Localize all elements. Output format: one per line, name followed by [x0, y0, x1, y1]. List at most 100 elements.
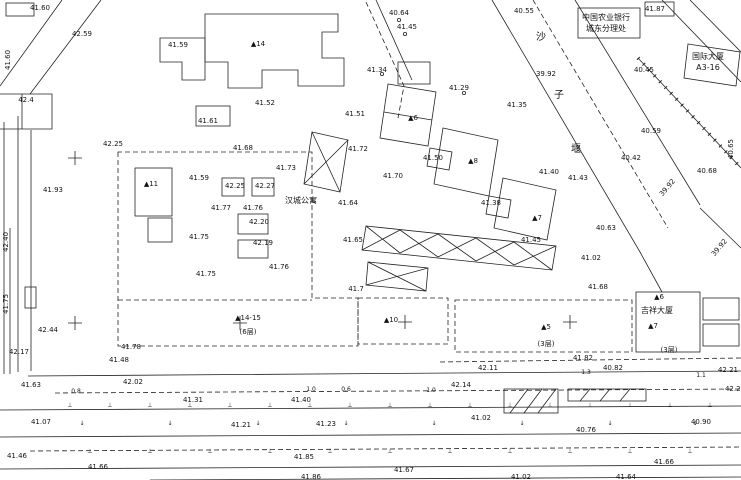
- spot-elevation: 40.42: [621, 154, 641, 162]
- spot-elevation: 40.90: [691, 418, 711, 426]
- spot-elevation: 41.38: [481, 199, 501, 207]
- road-symbol: ⊥: [67, 402, 72, 409]
- road-width-label: 0.8: [71, 388, 81, 395]
- road-symbol: ⊥: [427, 402, 432, 409]
- road-symbol: ⊥: [627, 402, 632, 409]
- road-edge: [661, 0, 741, 83]
- spot-elevation: 41.43: [568, 174, 588, 182]
- road-symbol: ↓: [607, 420, 612, 427]
- building-outline: [221, 177, 245, 197]
- grid-cross: [398, 315, 412, 329]
- building-outline: [702, 323, 740, 347]
- spot-elevation: 39.92: [658, 177, 677, 197]
- road-edge: [439, 357, 741, 363]
- spot-elevation: 42.27: [255, 182, 275, 190]
- building-outline: [493, 177, 557, 241]
- building-outline: [159, 37, 206, 81]
- building-number-label: ▲6: [408, 114, 418, 122]
- road-edge: [27, 370, 741, 377]
- area-name-label: 国际大厦: [692, 51, 724, 61]
- spot-elevation: 42.25: [225, 182, 245, 190]
- spot-elevation: 41.64: [616, 473, 637, 480]
- shelter-outline: [567, 388, 647, 402]
- road-symbol: ⊥: [207, 448, 212, 455]
- spot-elevation: 40.68: [697, 167, 717, 175]
- area-name-label: A3-16: [696, 63, 720, 72]
- utility-line: [365, 1, 405, 119]
- spot-elevation: 41.48: [109, 356, 129, 364]
- road-edge: [699, 207, 741, 249]
- shelter-outline: [503, 388, 559, 414]
- spot-elevation: 41.77: [211, 204, 231, 212]
- building-number-label: (3层): [661, 346, 678, 354]
- fence-line: [637, 57, 741, 169]
- spot-elevation: 41.31: [183, 396, 203, 404]
- spot-elevation: 41.59: [189, 174, 209, 182]
- building-outline: [251, 177, 275, 197]
- buildings: [0, 1, 741, 414]
- spot-elevation: 41.78: [121, 343, 141, 351]
- area-name-label: 城东分理处: [586, 23, 626, 33]
- street-name-char: 堰: [571, 143, 581, 155]
- building-outline: [237, 213, 269, 235]
- spot-elevation: 42.20: [249, 218, 269, 226]
- spot-elevation: 42.02: [123, 378, 143, 386]
- building-outline: [5, 2, 35, 17]
- building-number-label: ▲6: [654, 293, 664, 301]
- road-symbol: ⊥: [467, 402, 472, 409]
- spot-elevation: 41.02: [511, 473, 531, 480]
- building-number-label: (6层): [240, 328, 257, 336]
- road-symbol: ⊥: [387, 402, 392, 409]
- grid-cross: [563, 315, 577, 329]
- spot-elevation: 41.35: [507, 101, 527, 109]
- grid-layer: [68, 17, 577, 330]
- spot-elevation: 39.92: [710, 237, 729, 257]
- building-number-label: ▲7: [648, 322, 658, 330]
- spot-elevation: 42.19: [253, 239, 273, 247]
- grid-cross: [68, 316, 82, 330]
- building-outline: [303, 131, 349, 193]
- spot-elevation: 41.29: [449, 84, 469, 92]
- road-symbol: ↓: [692, 420, 697, 427]
- spot-elevation: 41.75: [189, 233, 209, 241]
- building-number-label: ▲5: [541, 323, 551, 331]
- building-outline: [644, 1, 675, 17]
- building-outline: [485, 195, 512, 219]
- spot-elevation: 41.70: [383, 172, 403, 180]
- road-symbol: ↓: [167, 420, 172, 427]
- building-outline: [683, 43, 741, 87]
- road-symbol: ⊥: [627, 448, 632, 455]
- spot-elevation: 41.73: [276, 164, 296, 172]
- spot-elevation: 42.14: [451, 381, 472, 389]
- road-edge: [0, 432, 741, 438]
- spot-elevation: 40.59: [641, 127, 661, 135]
- road-symbol: ⊥: [327, 448, 332, 455]
- spot-elevation: 41.7: [348, 285, 364, 293]
- road-centerline: [29, 446, 741, 452]
- spot-elevation: 42.25: [103, 140, 123, 148]
- pole-marker: [402, 32, 407, 37]
- spot-elevation: 41.76: [243, 204, 264, 212]
- spot-elevation: 41.85: [294, 453, 314, 461]
- road-symbol: ⊥: [147, 402, 152, 409]
- road-symbol: ⊥: [387, 448, 392, 455]
- road-symbol: ⊥: [687, 448, 692, 455]
- road-symbol: ⊥: [147, 448, 152, 455]
- street-name-char: 沙: [536, 31, 546, 43]
- spot-elevation: 41.93: [43, 186, 63, 194]
- road-symbol: ⊥: [227, 402, 232, 409]
- spot-elevation: 41.02: [471, 414, 491, 422]
- spot-elevation: 41.87: [645, 5, 665, 13]
- building-number-label: ▲8: [468, 157, 478, 165]
- spot-elevation: 41.75: [2, 294, 10, 314]
- building-outline: [147, 217, 173, 243]
- spot-elevation: 41.60: [4, 50, 12, 70]
- spot-elevation: 41.60: [30, 4, 50, 12]
- building-outline: [365, 261, 429, 292]
- shelter-hatch: [509, 388, 557, 414]
- building-outline: [577, 7, 641, 39]
- road-symbol: ⊥: [187, 402, 192, 409]
- spot-elevation: 41.64: [338, 199, 359, 207]
